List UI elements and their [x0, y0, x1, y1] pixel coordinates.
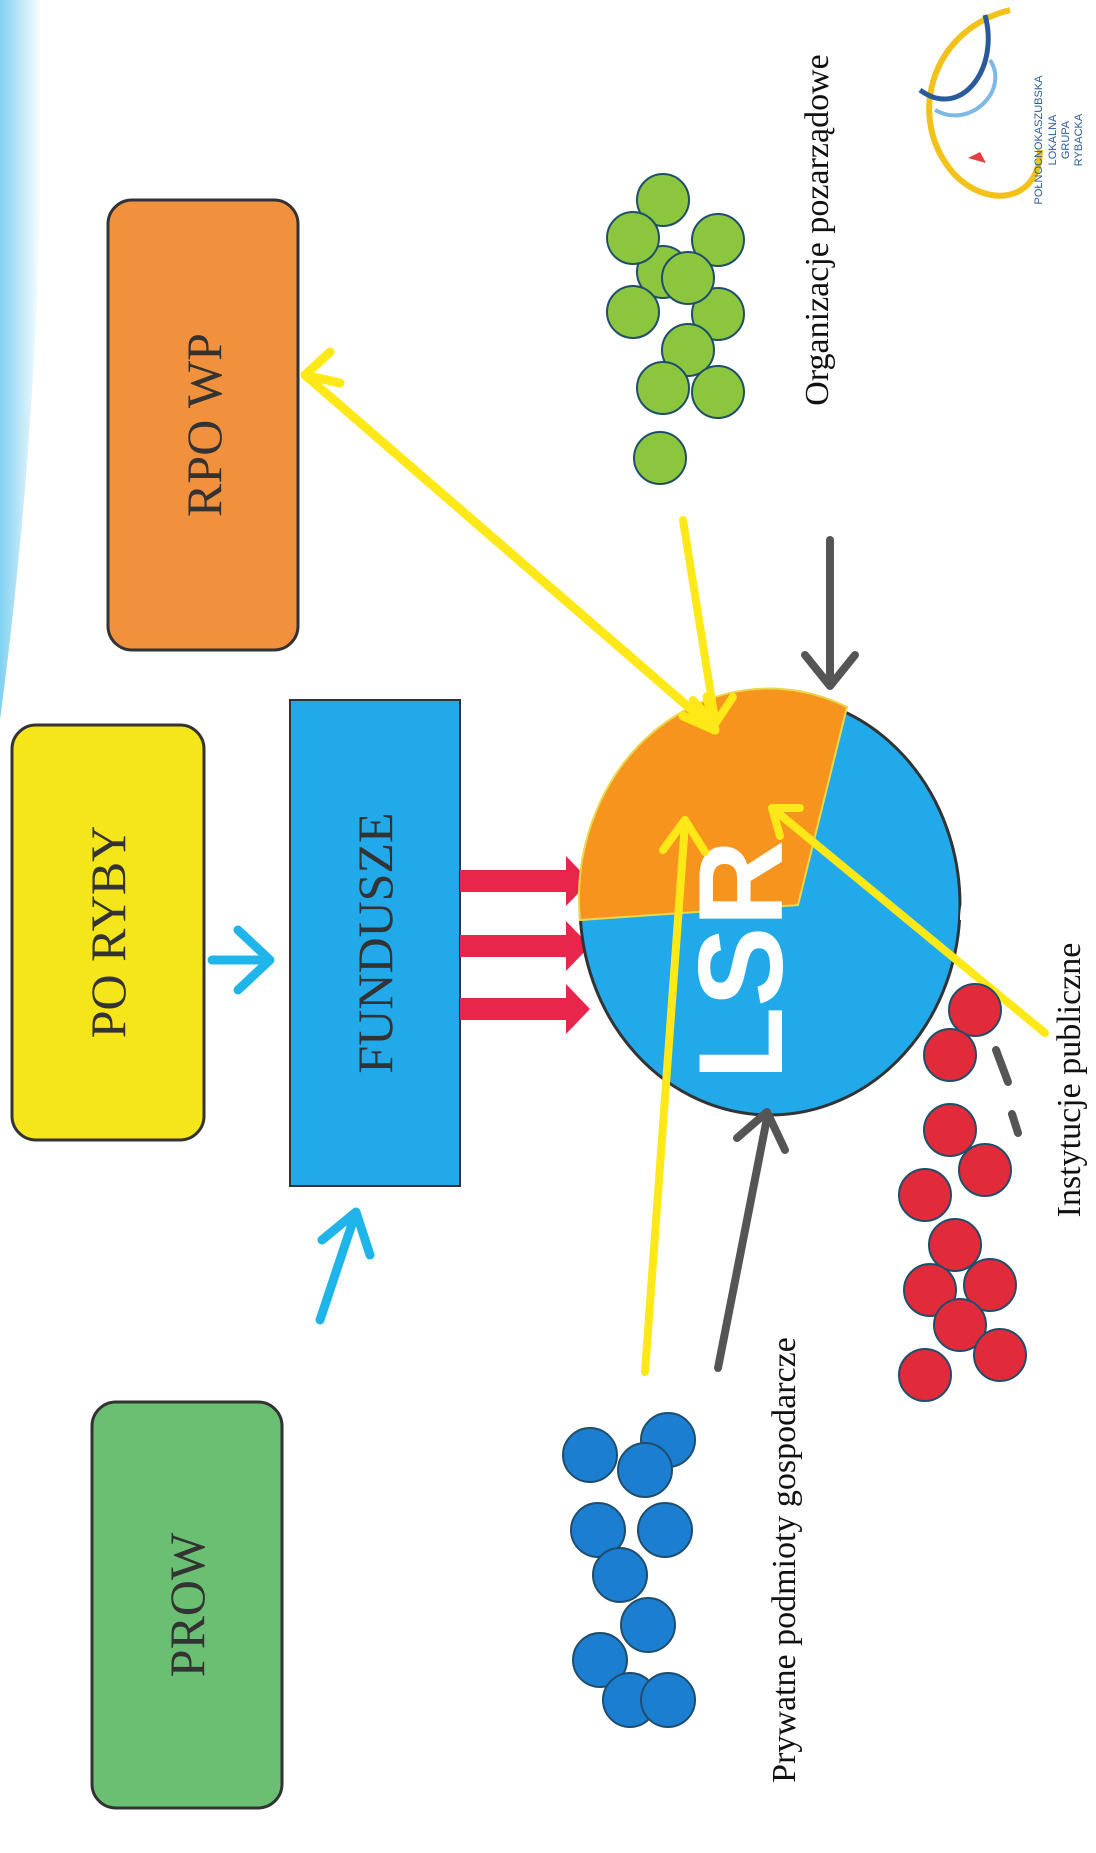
public-circle: [923, 1028, 977, 1082]
prow-box: PROW: [90, 1400, 284, 1810]
funding-arrow: [460, 921, 590, 971]
public-circle: [898, 1168, 952, 1222]
ngo-to-lsr-arrow: [801, 536, 859, 690]
public-circle: [903, 1263, 957, 1317]
private-circle: [562, 1427, 618, 1483]
logo-line-2: LOKALNA: [1047, 114, 1059, 165]
logo-line-1: POŁNOCNOKASZUBSKA: [1033, 75, 1045, 205]
public-circle: [923, 1103, 977, 1157]
ngo-circle: [661, 323, 715, 377]
lsr-sector: [578, 687, 849, 922]
funding-arrow: [460, 856, 590, 906]
po-ryby-label: PO RYBY: [80, 826, 136, 1039]
prow-to-fundusze-arrow: [315, 1207, 375, 1325]
public-circle: [898, 1348, 952, 1402]
fundusze-label: FUNDUSZE: [347, 812, 403, 1073]
plgr-logo: POŁNOCNOKASZUBSKA LOKALNA GRUPA RYBACKA: [918, 7, 1085, 205]
ngo-circle: [691, 213, 745, 267]
private-to-lsr-arrow: [714, 1108, 789, 1372]
private-circle: [640, 1672, 696, 1728]
ngo-circle-group: [606, 173, 745, 485]
public-to-lsr-arrow: [992, 1046, 1022, 1137]
ngo-label: Organizacje pozarządowe: [799, 54, 836, 405]
public-circle: [963, 1258, 1017, 1312]
public-circle: [973, 1328, 1027, 1382]
logo-wave: [918, 14, 991, 102]
background-wave: [0, 0, 42, 720]
private-label: Prywatne podmioty gospodarcze: [766, 1337, 803, 1783]
private-circle: [637, 1502, 693, 1558]
logo-swoosh: [926, 7, 1043, 199]
rpo-wp-box: RPO WP: [106, 198, 300, 652]
public-influence-arrow: [768, 804, 1049, 1037]
private-circle-group: [562, 1412, 696, 1728]
public-circle: [933, 1298, 987, 1352]
logo-line-4: RYBACKA: [1073, 113, 1085, 166]
ngo-circle: [691, 287, 745, 341]
public-circle: [958, 1143, 1012, 1197]
private-circle: [570, 1502, 626, 1558]
private-circle: [572, 1632, 628, 1688]
funding-arrows: [460, 856, 590, 1034]
lsr-circle: LSR: [578, 687, 990, 1117]
ngo-circle: [606, 285, 660, 339]
private-circle: [592, 1547, 648, 1603]
logo-fish-icon: [968, 152, 986, 163]
ngo-circle: [661, 251, 715, 305]
public-circle-group: [898, 983, 1027, 1402]
funding-arrow: [460, 984, 590, 1034]
fundusze-box: FUNDUSZE: [289, 699, 461, 1187]
ngo-circle: [691, 365, 745, 419]
private-circle: [620, 1597, 676, 1653]
logo-line-3: GRUPA: [1060, 120, 1072, 159]
ngo-circle: [636, 361, 690, 415]
po-ryby-to-fundusze-arrow: [207, 925, 275, 995]
ngo-circle: [606, 211, 660, 265]
logo-wave-light: [934, 58, 998, 118]
ngo-circle: [636, 173, 690, 227]
lsr-label: LSR: [674, 840, 808, 1080]
public-label: Instytucje publiczne: [1051, 943, 1088, 1218]
prow-label: PROW: [159, 1532, 215, 1677]
po-ryby-box: PO RYBY: [10, 723, 206, 1142]
public-circle: [928, 1218, 982, 1272]
private-influence-arrow: [641, 816, 709, 1376]
rpo-wp-label: RPO WP: [176, 333, 232, 517]
private-circle: [617, 1442, 673, 1498]
ngo-influence-arrow: [679, 516, 737, 728]
public-circle: [948, 983, 1002, 1037]
ngo-circle: [633, 431, 687, 485]
